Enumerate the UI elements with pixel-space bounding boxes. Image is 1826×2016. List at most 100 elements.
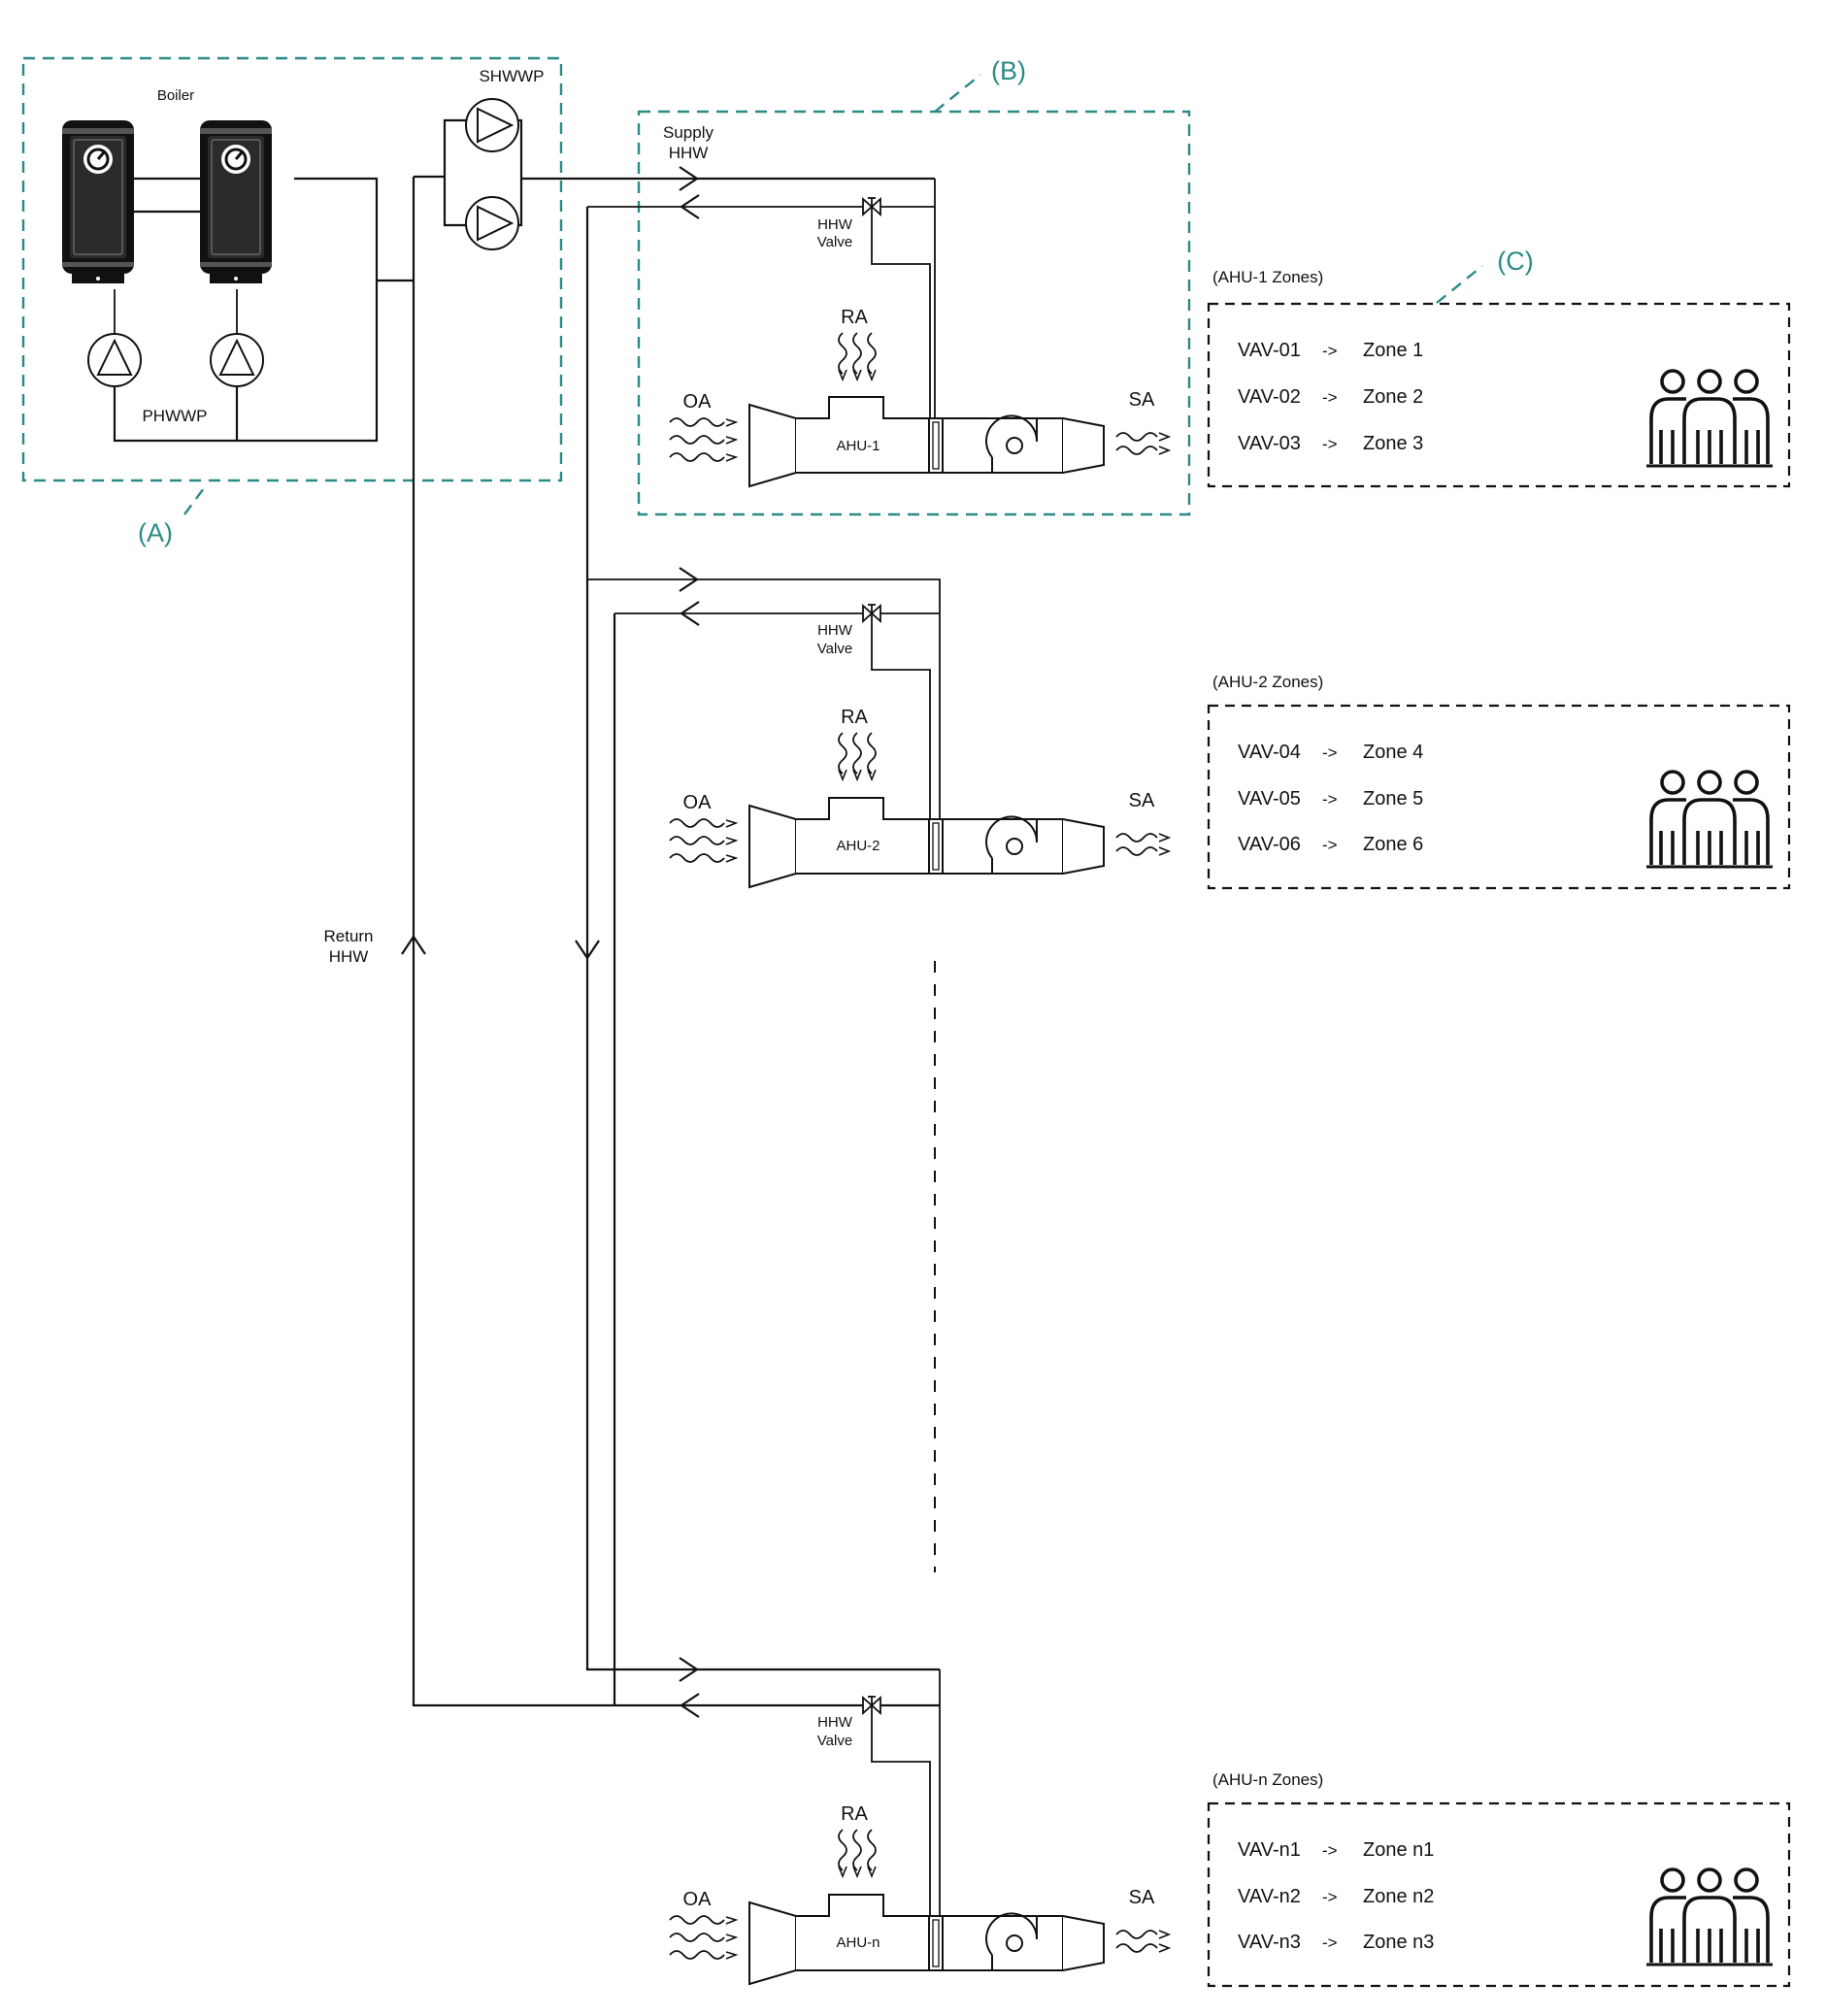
ahu-n-sa-air-icon bbox=[1115, 1930, 1170, 1953]
zone-arrow: -> bbox=[1322, 744, 1338, 762]
boiler-2-icon bbox=[198, 118, 274, 285]
plant-tag-leader bbox=[183, 487, 205, 515]
ahu-1-zones-title: (AHU-1 Zones) bbox=[1212, 268, 1323, 286]
zone-label: Zone n3 bbox=[1363, 1932, 1434, 1953]
ahu-2-zones-title: (AHU-2 Zones) bbox=[1212, 673, 1323, 691]
primary-loop-pipe bbox=[113, 177, 379, 443]
ahu-1-unit bbox=[748, 396, 1105, 487]
zone-arrow: -> bbox=[1322, 1841, 1338, 1860]
ahu-n-ra-air-icon bbox=[838, 1829, 877, 1877]
vav-label: VAV-02 bbox=[1238, 386, 1301, 408]
boiler-1-icon bbox=[60, 118, 136, 285]
ahu-1-name: AHU-1 bbox=[836, 438, 880, 454]
ahu-n-return-branch bbox=[871, 1705, 931, 1951]
ahu-2-ra-air-icon bbox=[838, 732, 877, 780]
pump-suction-lines bbox=[114, 289, 238, 334]
vav-label: VAV-06 bbox=[1238, 834, 1301, 855]
ahu-2-valve-label-1: HHW bbox=[817, 622, 853, 639]
ahu-2-sa-air-icon bbox=[1115, 833, 1170, 856]
ahu-2-oa-air-icon bbox=[669, 818, 737, 863]
vav-label: VAV-04 bbox=[1238, 742, 1301, 763]
ahu-1-zones: (AHU-1 Zones) VAV-01 -> Zone 1 VAV-02 ->… bbox=[1207, 268, 1791, 488]
vav-label: VAV-n2 bbox=[1238, 1886, 1301, 1907]
supply-hhw-label-1: Supply bbox=[663, 123, 714, 142]
zone-arrow: -> bbox=[1322, 342, 1338, 360]
zone-group-tag: (C) bbox=[1497, 247, 1533, 276]
ahu-2-branch: HHW Valve AHU-2 RA OA SA bbox=[587, 566, 1170, 1705]
ahu-1-oa-label: OA bbox=[683, 391, 713, 413]
ahu-2-sa-label: SA bbox=[1129, 790, 1155, 811]
zone-arrow: -> bbox=[1322, 836, 1338, 854]
ahu-2-oa-label: OA bbox=[683, 792, 713, 813]
zone-label: Zone n2 bbox=[1363, 1886, 1434, 1907]
ahu-group-tag: (B) bbox=[991, 56, 1026, 85]
ahu-n-zones-title: (AHU-n Zones) bbox=[1212, 1770, 1323, 1789]
ahu-1-oa-air-icon bbox=[669, 417, 737, 462]
ahu-group-boundary bbox=[637, 110, 1191, 516]
ahu-n-name: AHU-n bbox=[836, 1934, 880, 1951]
ahu-2-valve-label-2: Valve bbox=[817, 641, 852, 657]
boiler-label: Boiler bbox=[157, 87, 194, 104]
ahu-1-ra-air-icon bbox=[838, 332, 877, 380]
occupants-icon bbox=[1644, 369, 1775, 468]
ahu-2-unit bbox=[748, 797, 1105, 888]
secondary-pump-label: SHWWP bbox=[479, 67, 544, 85]
ahu-1-valve-label-2: Valve bbox=[817, 234, 852, 250]
ahu-n-zones-box bbox=[1207, 1801, 1791, 1988]
vav-label: VAV-03 bbox=[1238, 433, 1301, 454]
ahu-n-unit bbox=[748, 1894, 1105, 1985]
ahu-tag-leader bbox=[934, 74, 981, 113]
ahu-1-sa-label: SA bbox=[1129, 389, 1155, 411]
vav-label: VAV-01 bbox=[1238, 340, 1301, 361]
vav-label: VAV-n3 bbox=[1238, 1932, 1301, 1953]
plant-boundary bbox=[21, 56, 563, 482]
ahu-n-ra-label: RA bbox=[841, 1803, 868, 1825]
zone-label: Zone 5 bbox=[1363, 788, 1423, 810]
ahu-2-name: AHU-2 bbox=[836, 838, 880, 854]
ahu-2-supply-branch bbox=[587, 578, 941, 854]
zone-label: Zone 1 bbox=[1363, 340, 1423, 361]
ahu-2-ra-label: RA bbox=[841, 707, 868, 728]
ahu-n-oa-label: OA bbox=[683, 1889, 713, 1910]
return-hhw-label-1: Return bbox=[323, 927, 373, 945]
secondary-pump-1-icon bbox=[465, 98, 519, 152]
vav-label: VAV-05 bbox=[1238, 788, 1301, 810]
heating-plant: Boiler SHWWP PHWWP (A) bbox=[21, 56, 563, 547]
occupants-icon bbox=[1644, 1867, 1775, 1966]
zone-label: Zone 6 bbox=[1363, 834, 1423, 855]
zone-label: Zone n1 bbox=[1363, 1839, 1434, 1861]
secondary-pump-2-icon bbox=[465, 196, 519, 250]
zone-arrow: -> bbox=[1322, 1888, 1338, 1906]
return-hhw-label-2: HHW bbox=[329, 947, 369, 966]
zone-arrow: -> bbox=[1322, 435, 1338, 453]
ahu-n-oa-air-icon bbox=[669, 1915, 737, 1960]
ahu-1-valve-label-1: HHW bbox=[817, 216, 853, 233]
plant-tag: (A) bbox=[138, 518, 173, 547]
ahu-1-sa-air-icon bbox=[1115, 432, 1170, 455]
ahu-n-zones: (AHU-n Zones) VAV-n1 -> Zone n1 VAV-n2 -… bbox=[1207, 1770, 1791, 1988]
ahu-2-zones-box bbox=[1207, 704, 1791, 890]
ahu-2-return-branch bbox=[614, 612, 931, 854]
primary-pump-1-icon bbox=[87, 333, 142, 387]
ahu-n-valve-label-1: HHW bbox=[817, 1714, 853, 1731]
ahu-1-zones-box bbox=[1207, 302, 1791, 488]
vav-label: VAV-n1 bbox=[1238, 1839, 1301, 1861]
primary-pump-2-icon bbox=[210, 333, 264, 387]
ahu-2-zones: (AHU-2 Zones) VAV-04 -> Zone 4 VAV-05 ->… bbox=[1207, 673, 1791, 890]
zone-arrow: -> bbox=[1322, 1933, 1338, 1952]
secondary-pump-manifold bbox=[414, 118, 523, 227]
main-piping: Return HHW Supply HHW bbox=[323, 123, 940, 1707]
zone-arrow: -> bbox=[1322, 388, 1338, 407]
ahu-n-branch: HHW Valve AHU-n RA OA SA bbox=[669, 1656, 1170, 1985]
ahu-n-valve-label-2: Valve bbox=[817, 1733, 852, 1749]
supply-hhw-label-2: HHW bbox=[669, 144, 709, 162]
ahu-1-branch: HHW Valve AHU-1 RA OA SA bbox=[587, 165, 1170, 487]
zone-label: Zone 3 bbox=[1363, 433, 1423, 454]
supply-main-pipe bbox=[585, 207, 940, 1671]
occupants-icon bbox=[1644, 770, 1775, 869]
return-main-pipe bbox=[412, 177, 940, 1707]
ahu-1-return-branch bbox=[587, 206, 931, 454]
zone-label: Zone 2 bbox=[1363, 386, 1423, 408]
boiler-interconnect bbox=[134, 177, 200, 214]
